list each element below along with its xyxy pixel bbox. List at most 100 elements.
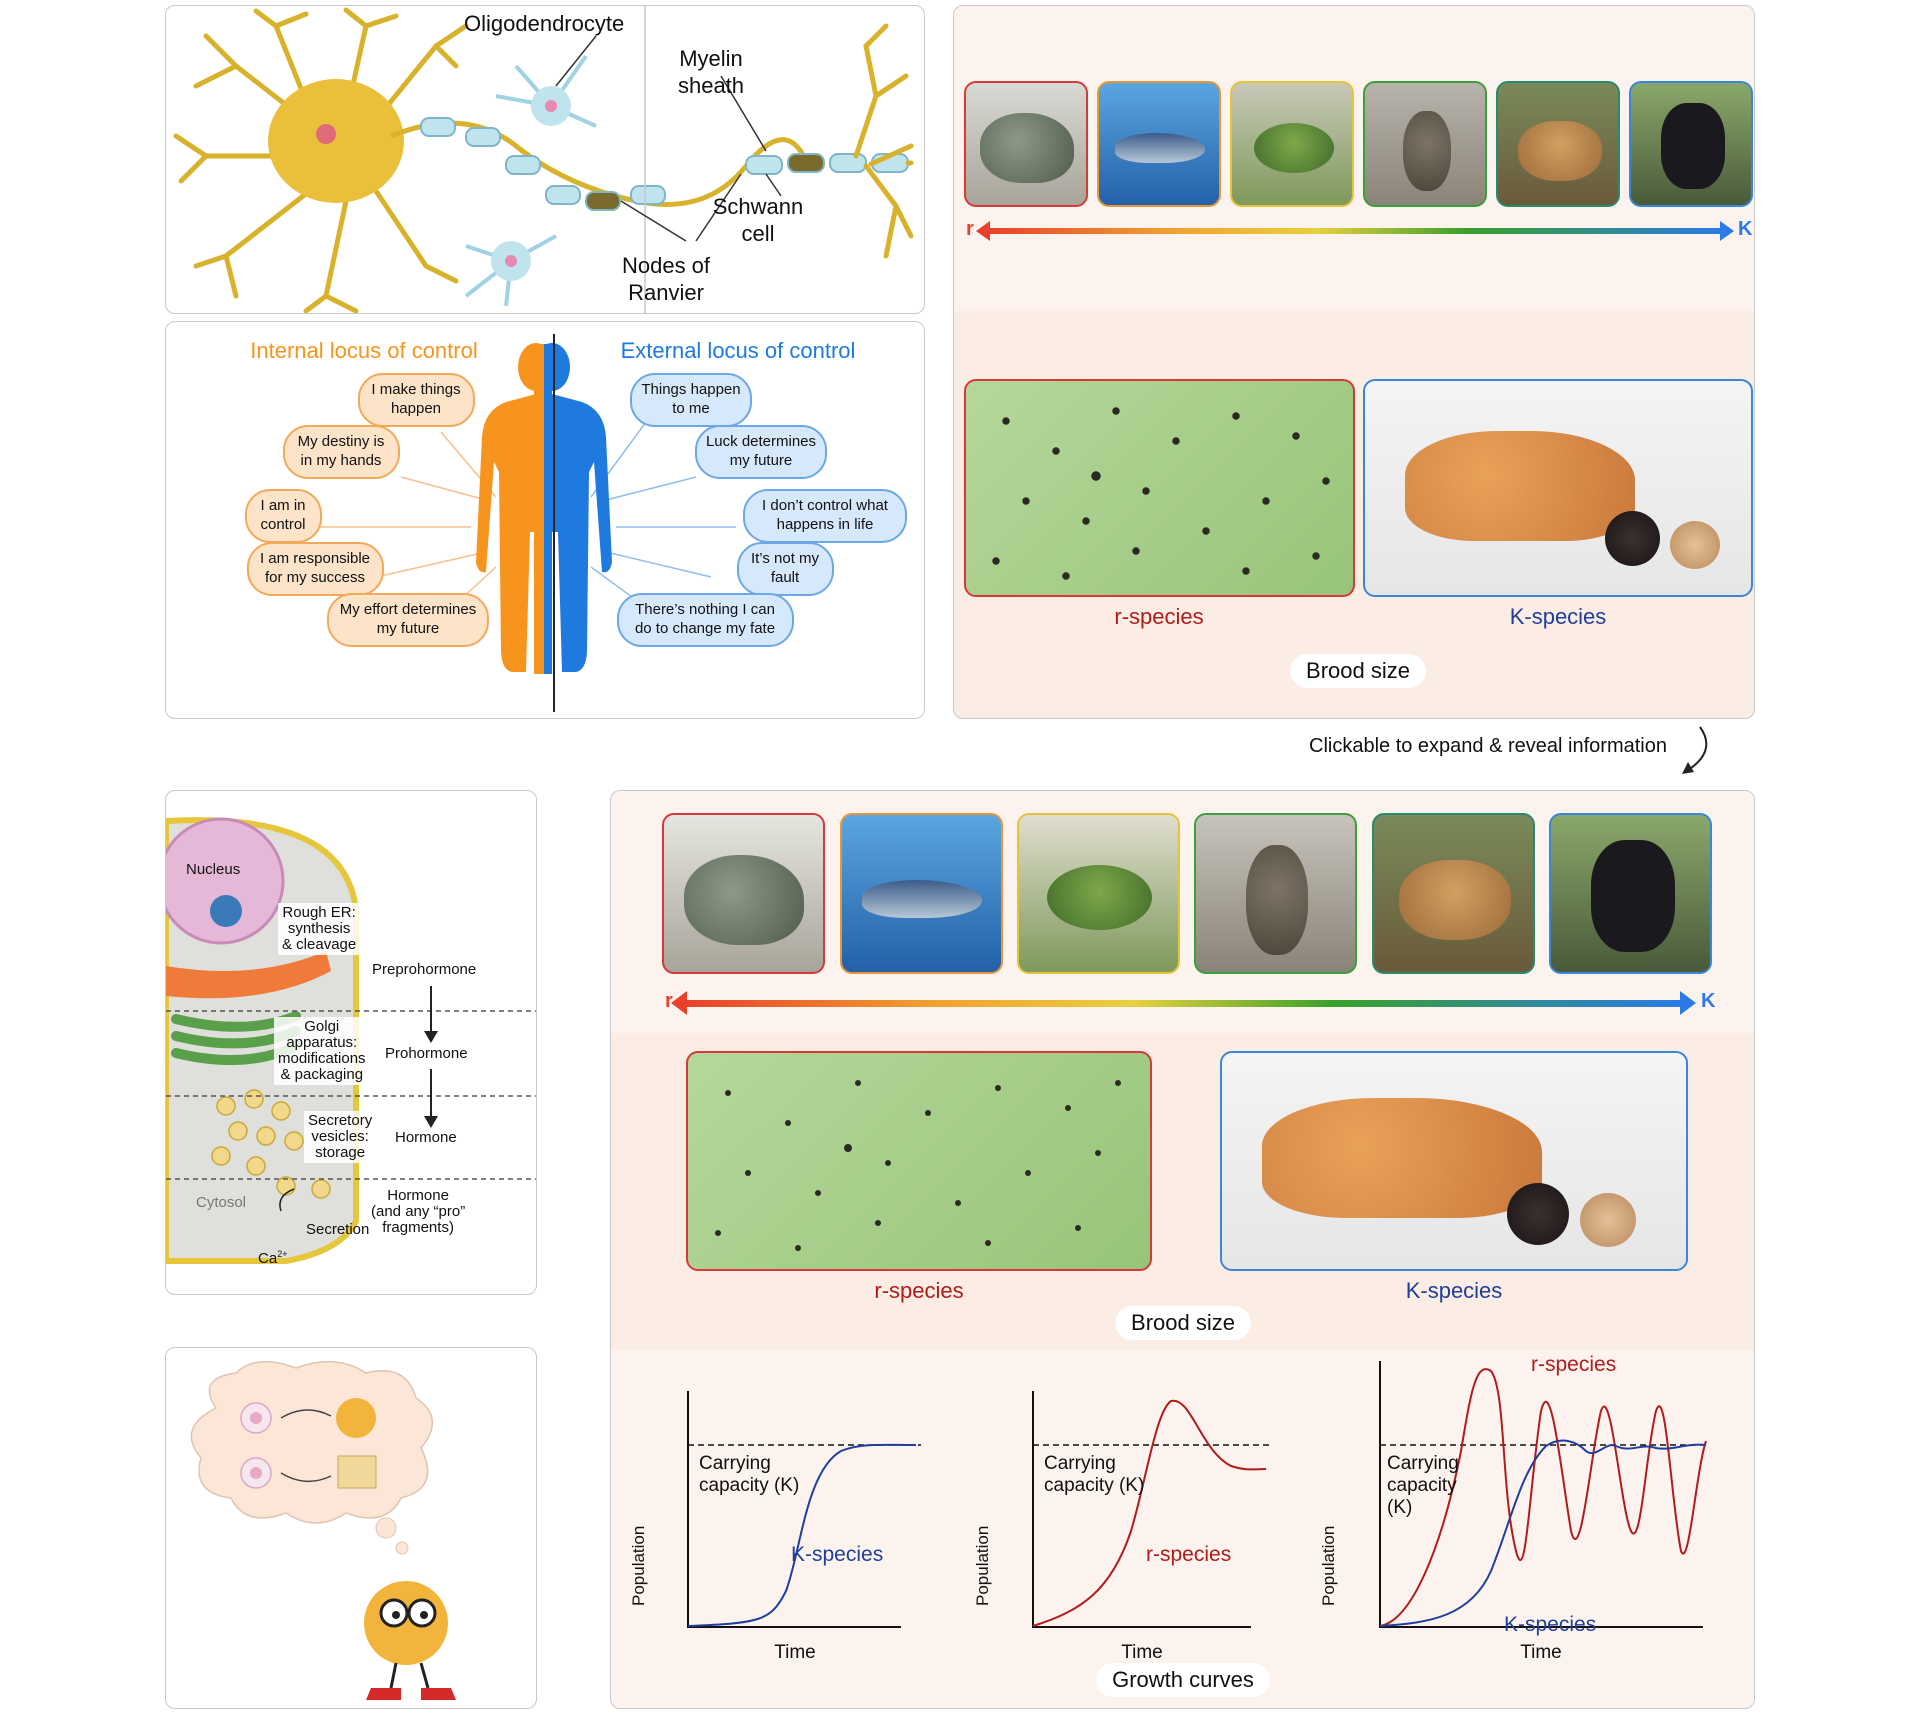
corgi-photo <box>1405 431 1635 541</box>
r-to-k-gradient-arrow <box>976 221 1734 241</box>
r-axis-label: r <box>966 218 974 240</box>
r-to-k-gradient-arrow-large <box>671 991 1696 1015</box>
rk-expanded-panel: r K r-species K-species Brood size <box>610 790 1755 1709</box>
r-species-curve-2 <box>1032 1399 1267 1627</box>
graph3-r-curve-label: r-species <box>1531 1353 1617 1376</box>
neuron-illustration <box>173 6 914 313</box>
rabbit-photo <box>1246 845 1308 955</box>
annotation-arrow <box>1682 726 1708 774</box>
graph3-xlabel: Time <box>1520 1642 1562 1663</box>
oligodendrocyte-label: Oligodendrocyte <box>464 11 625 36</box>
k-axis-label-large: K <box>1701 990 1716 1012</box>
neuron-panel: Oligodendrocyte Myelin sheath Schwann ce… <box>165 5 925 314</box>
brood-size-button-large[interactable]: Brood size <box>1115 1306 1251 1340</box>
nodes-of-ranvier-label-2: Ranvier <box>628 280 704 305</box>
internal-locus-title: Internal locus of control <box>250 338 478 363</box>
graph3-ylabel: Population <box>1319 1525 1338 1606</box>
k-species-label-large: K-species <box>1405 1278 1503 1303</box>
animal-card-lioness <box>1496 81 1620 207</box>
chimpanzee-photo <box>1591 840 1675 952</box>
graph3-k-curve-label: K-species <box>1504 1613 1597 1636</box>
k-species-label: K-species <box>1509 604 1607 629</box>
prohormone-label: Prohormone <box>385 1045 468 1062</box>
puppy-photo-2 <box>1580 1193 1636 1247</box>
myelin-sheath-label-2: sheath <box>677 73 745 98</box>
rabbit-photo <box>1403 111 1451 191</box>
k-species-curve-3 <box>1379 1439 1707 1627</box>
growth-curves-button[interactable]: Growth curves <box>1096 1663 1270 1697</box>
graph1-curve-label: K-species <box>791 1543 884 1566</box>
insect-swarm-photo <box>715 1080 1121 1251</box>
animal-card-rabbit <box>1363 81 1487 207</box>
animal-card-tuna <box>1097 81 1221 207</box>
frog-photo <box>1047 865 1152 930</box>
nucleus-label: Nucleus <box>186 861 241 878</box>
k-species-brood-card <box>1363 379 1753 597</box>
growth-curves-graphs <box>687 1361 1709 1628</box>
myelin-sheath-label-1: Myelin <box>679 46 743 71</box>
animal-card-frog-large <box>1017 813 1180 974</box>
brood-size-button[interactable]: Brood size <box>1290 654 1426 688</box>
animal-card-frog <box>1230 81 1354 207</box>
schwann-cell-label-2: cell <box>741 221 775 246</box>
animal-card-chimpanzee <box>1629 81 1753 207</box>
rough-er-label: Rough ER:synthesis& cleavage <box>278 903 361 955</box>
secretion-label: Secretion <box>306 1221 370 1238</box>
insect-swarm-photo <box>992 407 1330 580</box>
hormone-fragments-label: Hormone(and any “pro”fragments) <box>371 1187 466 1236</box>
graph2-ylabel: Population <box>973 1525 992 1606</box>
frog-photo <box>1254 123 1334 173</box>
locus-illustration <box>245 334 907 712</box>
graph1-xlabel: Time <box>774 1642 816 1663</box>
animal-card-tuna-large <box>840 813 1003 974</box>
locus-panel: Internal locus of control External locus… <box>165 321 925 719</box>
r-species-label-large: r-species <box>874 1278 964 1303</box>
nodes-of-ranvier-label-1: Nodes of <box>621 253 711 278</box>
k-axis-label: K <box>1738 218 1753 240</box>
graph1-ylabel: Population <box>629 1525 648 1606</box>
k-species-brood-card-large <box>1220 1051 1688 1271</box>
chimpanzee-photo <box>1661 103 1725 189</box>
tuna-photo <box>862 880 982 918</box>
r-axis-label-large: r <box>665 990 673 1012</box>
external-locus-title: External locus of control <box>620 338 856 363</box>
hormone-label: Hormone <box>395 1129 457 1146</box>
corgi-photo <box>1262 1098 1542 1218</box>
lioness-photo <box>1518 121 1602 181</box>
r-species-brood-card <box>964 379 1355 597</box>
k-species-curve-1 <box>687 1443 917 1627</box>
r-species-brood-card-large <box>686 1051 1152 1271</box>
graph2-xlabel: Time <box>1121 1642 1163 1663</box>
graph2-curve-label: r-species <box>1146 1543 1232 1566</box>
neuron-cell-body <box>268 79 404 203</box>
thinking-cell-cartoon <box>190 1360 456 1700</box>
puppy-photo <box>1605 511 1660 566</box>
schwann-cell-label-1: Schwann <box>712 194 804 219</box>
animal-card-oyster-large <box>662 813 825 974</box>
puppy-photo-2 <box>1670 521 1720 569</box>
clickable-annotation: Clickable to expand & reveal information <box>1309 735 1667 757</box>
rk-summary-panel[interactable]: r K r-species K-species Brood size <box>953 5 1755 719</box>
human-silhouette <box>476 343 612 674</box>
oyster-photo <box>684 855 804 945</box>
animal-card-rabbit-large <box>1194 813 1357 974</box>
animal-card-oyster <box>964 81 1088 207</box>
nucleus <box>166 817 285 945</box>
cartoon-panel <box>165 1347 537 1709</box>
r-species-curve-3 <box>1379 1368 1707 1627</box>
tuna-photo <box>1115 133 1205 163</box>
oyster-photo <box>980 113 1074 183</box>
